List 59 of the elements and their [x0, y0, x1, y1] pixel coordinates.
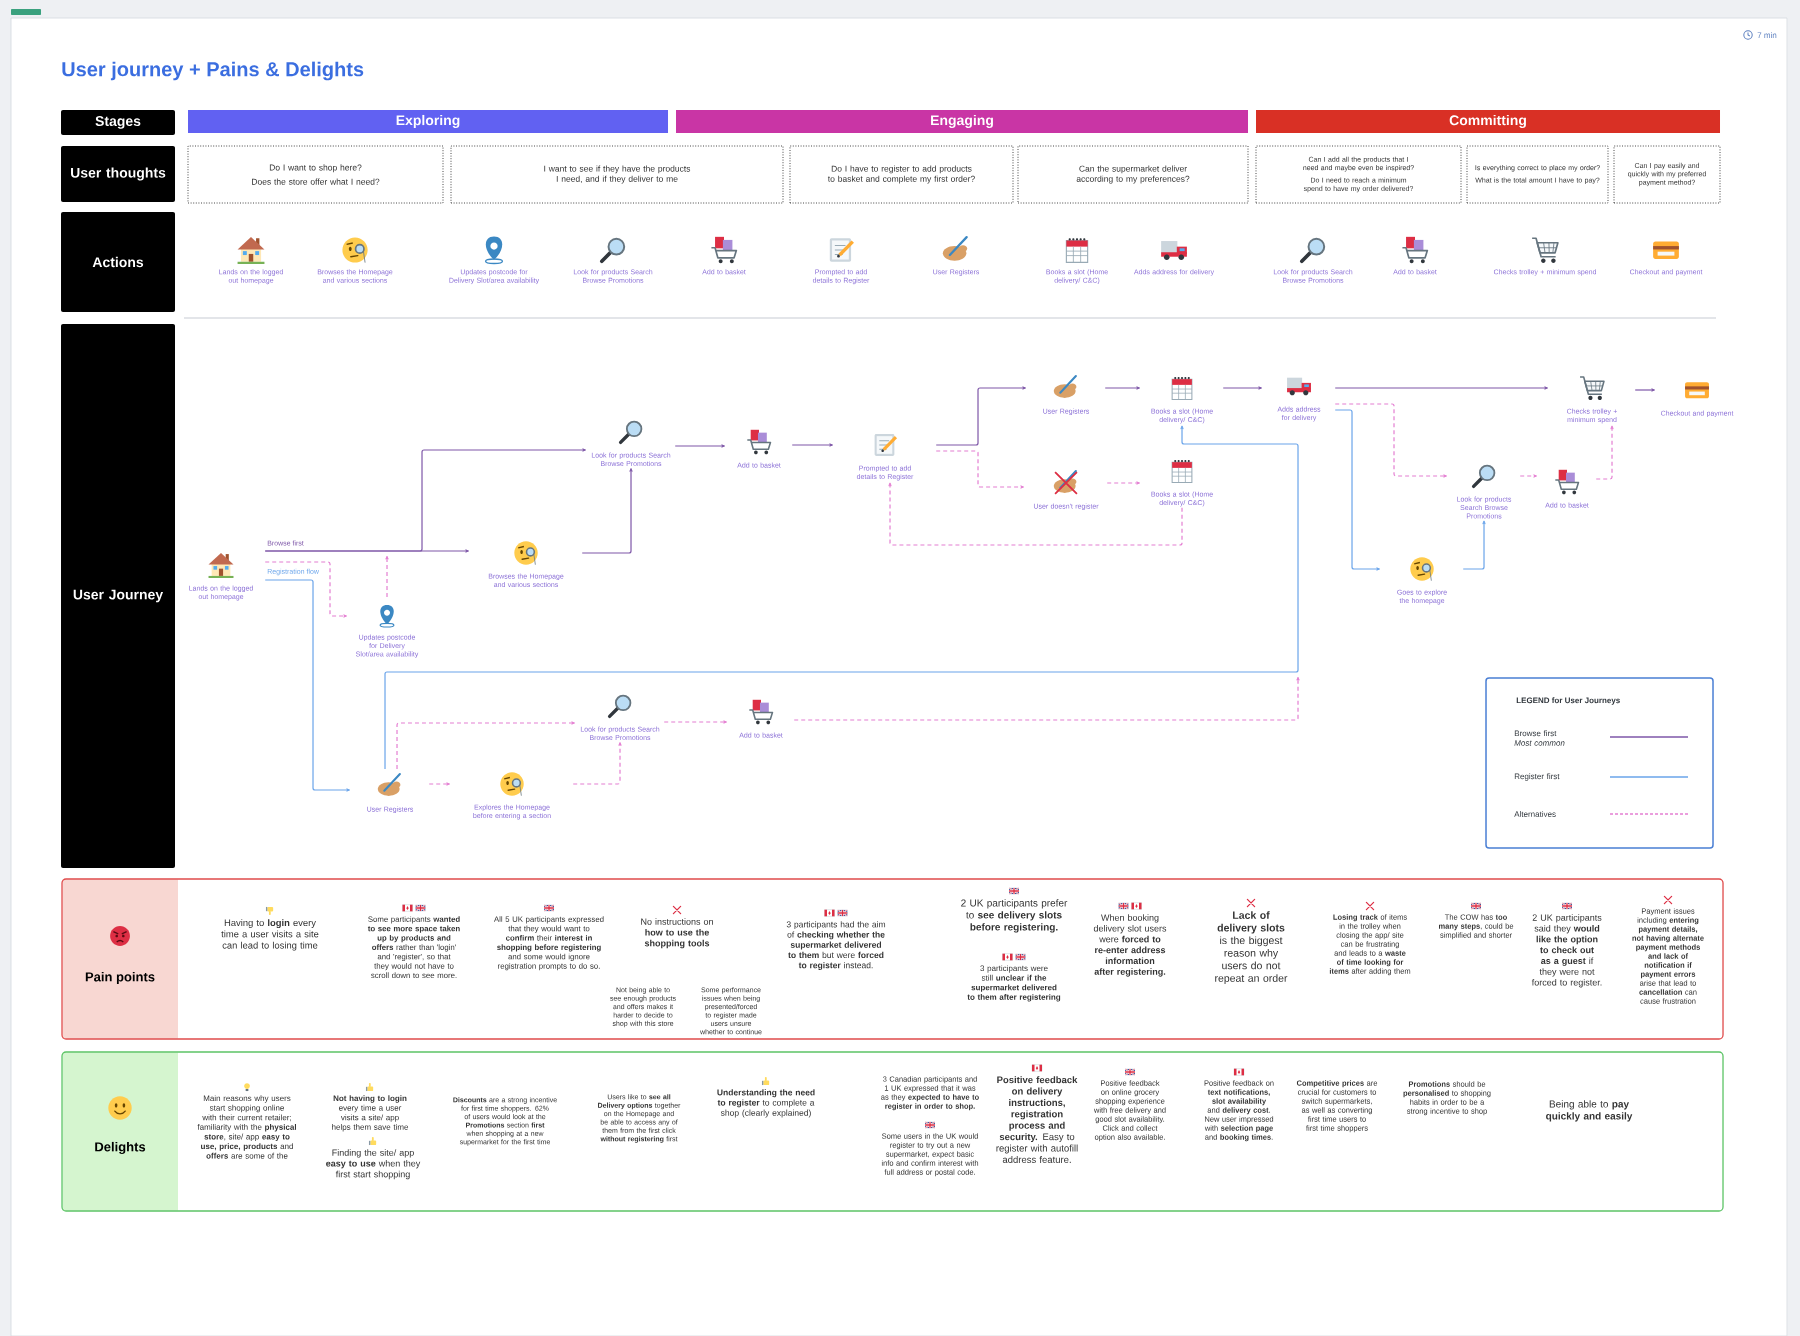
legend-label: Register first — [1514, 773, 1560, 781]
row-header: Actions — [61, 212, 175, 312]
arrow — [1334, 409, 1381, 571]
thought-box: Do I want to shop here? Does the store offer what I need? — [187, 145, 444, 204]
arrow — [384, 425, 1299, 770]
delight-note: Positive feedback on delivery instructions, registration process and security. Easy to register with autofill address feature. — [996, 1076, 1078, 1163]
thought-box: Do I have to register to add products to basket and complete my first order? — [789, 145, 1014, 204]
row-header: User thoughts — [61, 146, 175, 202]
arrow — [1106, 481, 1141, 485]
arrow — [1595, 425, 1614, 480]
duration-text: 7 min — [1757, 32, 1777, 38]
arrow — [674, 444, 726, 448]
arrow — [888, 482, 1183, 546]
pain-point-note: 2 UK participants prefer to see delivery slots before registering. — [961, 899, 1068, 933]
pain-point-note: 2 UK participants said they would like the option to check out as a guest if they were not forced to register. — [1531, 914, 1602, 988]
delight-note: Understanding the need to register to complete a shop (clearly explained) — [717, 1089, 815, 1118]
stage-bar: Committing — [1256, 110, 1720, 133]
pain-point-note: 3 participants had the aim of checking whether the supermarket delivered to them but were forced to register instead. — [786, 921, 886, 970]
arrow — [264, 448, 587, 552]
title: User journey + Pains & Delights — [62, 61, 364, 81]
arrow — [428, 782, 451, 786]
pain-point-note: No instructions on how to use the shopping tools — [641, 918, 713, 949]
thought-box: Can the supermarket deliver according to my preferences? — [1017, 145, 1249, 204]
pain-point-note: Having to login every time a user visits a site can lead to losing time — [221, 919, 319, 951]
pain-point-note: Lack of delivery slots is the biggest reason why users do not repeat an order — [1215, 911, 1288, 984]
arrow — [663, 720, 728, 724]
arrow — [1462, 520, 1486, 570]
legend-label: Alternatives — [1514, 811, 1556, 817]
arrow — [1519, 474, 1538, 478]
arrow — [264, 561, 348, 618]
arrow — [264, 579, 351, 792]
arrow — [1334, 403, 1448, 478]
panel-heading: Pain points — [85, 971, 155, 985]
arrow — [396, 721, 576, 770]
arrow — [1334, 386, 1549, 390]
arrow — [791, 443, 834, 447]
stage-bar: Engaging — [676, 110, 1248, 133]
stage-bar: Exploring — [188, 110, 668, 133]
arrow — [1104, 386, 1141, 390]
arrow — [935, 386, 1027, 446]
pain-point-note: When booking delivery slot users were forced to re-enter address information after registering. — [1093, 914, 1167, 977]
delight-note: Main reasons why users start shopping online with their current retailer; familiarity with the physical store, site/ app easy to use, price, products and offers are some of the — [197, 1095, 296, 1159]
thought-box: I want to see if they have the products I need, and if they deliver to me — [450, 145, 784, 204]
arrow — [385, 555, 389, 598]
legend-title: LEGEND for User Journeys — [1516, 697, 1620, 705]
arrow — [1634, 388, 1656, 392]
legend-label: Browse first Most common — [1514, 730, 1565, 746]
row-header: User Journey — [61, 324, 175, 868]
delight-note: Finding the site/ app easy to use when they first start shopping — [326, 1149, 421, 1180]
delight-note: Not having to login every time a user visits a site/ app helps them save time — [332, 1095, 409, 1132]
arrow — [935, 450, 1025, 489]
arrow — [581, 468, 633, 554]
arrow — [793, 676, 1300, 721]
row-header: Stages — [61, 110, 175, 135]
delight-note: Being able to pay quickly and easily — [1546, 1100, 1633, 1122]
arrow — [1222, 386, 1263, 390]
arrow — [572, 742, 622, 785]
pain-point-note: 3 participants were still unclear if the supermarket delivered to them after registering — [967, 965, 1061, 1002]
panel-heading: Delights — [95, 1141, 146, 1155]
